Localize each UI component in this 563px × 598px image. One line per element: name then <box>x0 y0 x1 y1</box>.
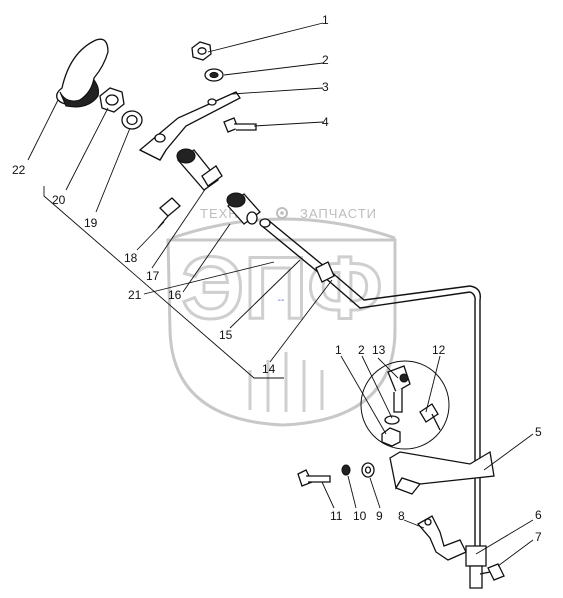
watermark-arc <box>171 217 396 240</box>
part-9-washer <box>361 462 375 478</box>
label-10: 10 <box>353 509 367 523</box>
part-19-washer <box>121 110 143 130</box>
part-7-screw <box>479 563 505 581</box>
label-22: 22 <box>12 163 26 177</box>
label-2-top: 2 <box>322 53 329 67</box>
part-15-lever-rod <box>259 218 481 560</box>
detail-view <box>360 360 450 450</box>
part-1-nut-top <box>191 41 212 61</box>
label-7: 7 <box>535 530 542 544</box>
label-8: 8 <box>398 509 405 523</box>
part-13-block <box>387 365 411 413</box>
part-12-bolt <box>419 403 441 431</box>
label-12: 12 <box>432 343 446 357</box>
part-10-washer <box>341 464 351 476</box>
label-19: 19 <box>84 216 98 230</box>
part-2-washer-top <box>204 68 224 82</box>
part-11-bolt <box>297 469 331 487</box>
watermark-center-mark: -- <box>278 295 285 306</box>
label-11: 11 <box>330 509 343 523</box>
part-3-bracket <box>138 91 241 161</box>
label-16: 16 <box>168 288 182 302</box>
part-5-bracket <box>389 450 495 495</box>
watermark-logo: ЭПФ <box>182 238 383 337</box>
label-18: 18 <box>124 251 138 265</box>
label-14: 14 <box>262 362 276 376</box>
label-13: 13 <box>372 343 386 357</box>
label-3: 3 <box>322 80 329 94</box>
gear-icon <box>276 207 288 219</box>
label-17: 17 <box>146 269 160 283</box>
leader-lines <box>27 22 534 567</box>
part-6-sleeve <box>465 545 487 589</box>
part-4-bolt <box>223 117 257 133</box>
label-5: 5 <box>535 425 542 439</box>
label-6: 6 <box>535 508 542 522</box>
label-1-top: 1 <box>322 13 329 27</box>
callout-labels: 1 2 3 4 22 20 19 18 17 16 21 15 14 1 2 1… <box>12 13 542 544</box>
watermark-text-right: ЗАПЧАСТИ <box>300 206 377 221</box>
part-16-coupling <box>226 192 261 225</box>
label-4: 4 <box>322 115 329 129</box>
part-2-washer-detail <box>384 415 400 425</box>
label-20: 20 <box>52 193 66 207</box>
label-9: 9 <box>376 509 383 523</box>
label-1-detail: 1 <box>335 343 342 357</box>
label-15: 15 <box>219 328 233 342</box>
label-21: 21 <box>128 288 142 302</box>
part-20-nut <box>99 87 125 113</box>
watermark-shield <box>166 238 397 427</box>
wheat-emblem <box>248 352 324 412</box>
part-8-clamp <box>416 515 467 561</box>
part-1-nut-detail <box>381 427 401 447</box>
watermark: ТЕХНО ЗАПЧАСТИ ЭПФ -- <box>166 206 397 427</box>
part-18-pin <box>157 197 181 229</box>
part-17-fitting <box>176 148 223 191</box>
label-2-detail: 2 <box>358 343 365 357</box>
